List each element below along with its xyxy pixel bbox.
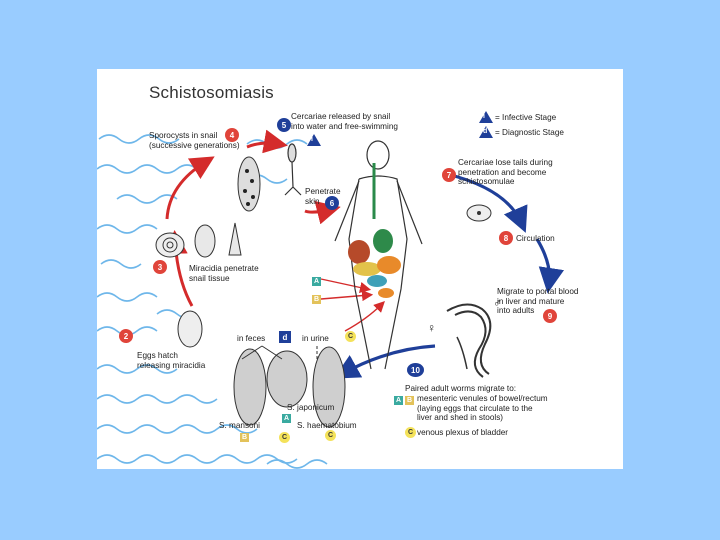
stage-4-text: Sporocysts in snail (successive generati… (149, 131, 240, 150)
female-symbol: ♀ (427, 321, 436, 335)
marker-C-small: C (279, 432, 290, 443)
diagram-artwork (97, 129, 565, 469)
stage-5-infective-icon: i (307, 134, 321, 146)
stage-3-number: 3 (153, 260, 167, 274)
snail-illustration (155, 222, 242, 258)
species-japonicum: S. japonicum (287, 403, 335, 412)
red-cycle-arrows (163, 129, 385, 332)
diagnostic-stage-icon: d (479, 126, 493, 138)
infective-stage-icon: i (479, 111, 493, 123)
paired-worms-illustration (446, 303, 492, 378)
stage-10-number: 10 (407, 363, 424, 377)
legend-infective-text: = Infective Stage (495, 113, 557, 122)
marker-A-japonicum: A (282, 414, 291, 423)
eggs-illustration (233, 346, 346, 428)
diagnostic-stage-badge: d (279, 331, 291, 343)
stage-5-number: 5 (277, 118, 291, 132)
marker-C-skin: C (345, 331, 356, 342)
marker-B-migration: B (405, 396, 414, 405)
in-feces-label: in feces (237, 334, 266, 343)
in-urine-label: in urine (302, 334, 329, 343)
stage-6-number: 6 (325, 196, 339, 210)
stage-3-text: Miracidia penetrate snail tissue (189, 264, 259, 283)
stage-8-number: 8 (499, 231, 513, 245)
lifecycle-diagram-panel: Schistosomiasis i = Infective Stage d = … (97, 69, 623, 469)
stage-9-text: Migrate to portal blood in liver and mat… (497, 287, 579, 315)
stage-7-text: Cercariae lose tails during penetration … (458, 158, 553, 186)
marker-B-skin: B (312, 295, 321, 304)
migration-bladder-text: venous plexus of bladder (417, 428, 509, 437)
male-symbol: ♂ (493, 296, 502, 310)
miracidium-illustration (177, 310, 203, 348)
stage-2-number: 2 (119, 329, 133, 343)
diagram-title: Schistosomiasis (149, 83, 274, 102)
species-mansoni: S. mansoni (219, 421, 260, 430)
marker-B-mansoni: B (240, 433, 249, 442)
human-figure (334, 140, 423, 370)
legend-diagnostic-text: = Diagnostic Stage (495, 128, 564, 137)
egg-source-lines (241, 345, 318, 361)
schistosomulum-illustration (466, 204, 492, 222)
species-haematobium: S. haematobium (297, 421, 357, 430)
internal-organs (348, 163, 401, 298)
marker-C-migration: C (405, 427, 416, 438)
migration-bowel-text: mesenteric venules of bowel/rectum (layi… (417, 394, 548, 422)
stage-10-text: Paired adult worms migrate to: (405, 384, 517, 393)
stage-5-text: Cercariae released by snail into water a… (291, 112, 398, 131)
marker-A-skin: A (312, 277, 321, 286)
stage-6-text: Penetrate skin (305, 187, 341, 206)
marker-C-haematobium: C (325, 430, 336, 441)
stage-2-text: Eggs hatch releasing miracidia (137, 351, 206, 370)
cercaria-illustration (284, 143, 302, 196)
stage-4-number: 4 (225, 128, 239, 142)
stage-8-text: Circulation (516, 234, 555, 243)
stage-9-number: 9 (543, 309, 557, 323)
stage-7-number: 7 (442, 168, 456, 182)
sporocyst-illustration (237, 156, 261, 212)
marker-A-migration: A (394, 396, 403, 405)
